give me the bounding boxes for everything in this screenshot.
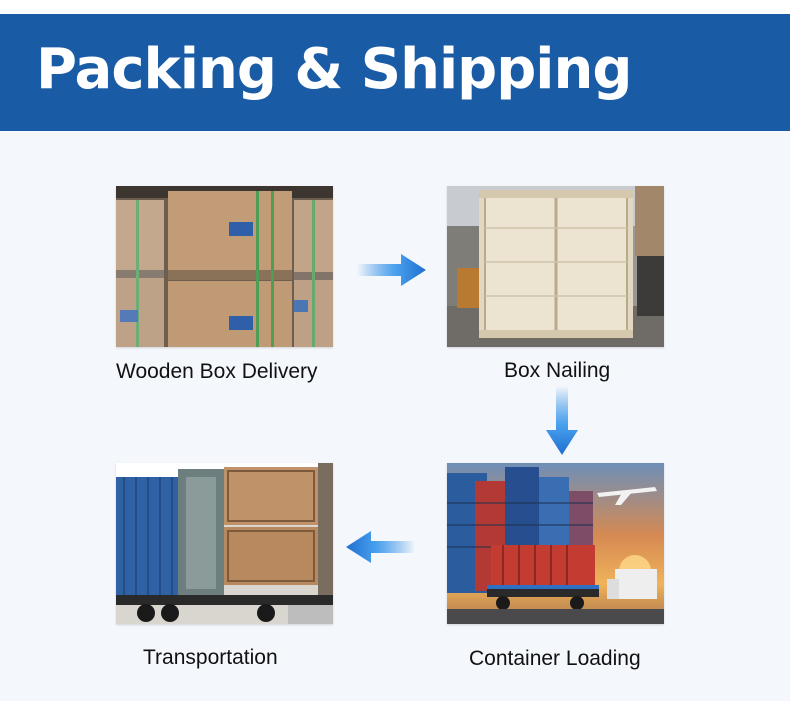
page-header: Packing & Shipping — [0, 14, 790, 131]
step-caption-wooden-box-delivery: Wooden Box Delivery — [116, 360, 318, 383]
arrow-left-icon — [345, 530, 415, 564]
nailed-crate-photo — [447, 186, 664, 347]
truck-container-photo — [116, 463, 333, 624]
step-caption-transportation: Transportation — [143, 646, 278, 669]
container-port-photo — [447, 463, 664, 624]
step-caption-container-loading: Container Loading — [469, 647, 641, 670]
step-caption-box-nailing: Box Nailing — [504, 359, 611, 382]
wooden-boxes-photo — [116, 186, 333, 347]
arrow-right-icon — [357, 253, 427, 287]
page-title: Packing & Shipping — [36, 37, 632, 102]
arrow-down-icon — [545, 386, 579, 456]
top-strip — [0, 0, 790, 14]
